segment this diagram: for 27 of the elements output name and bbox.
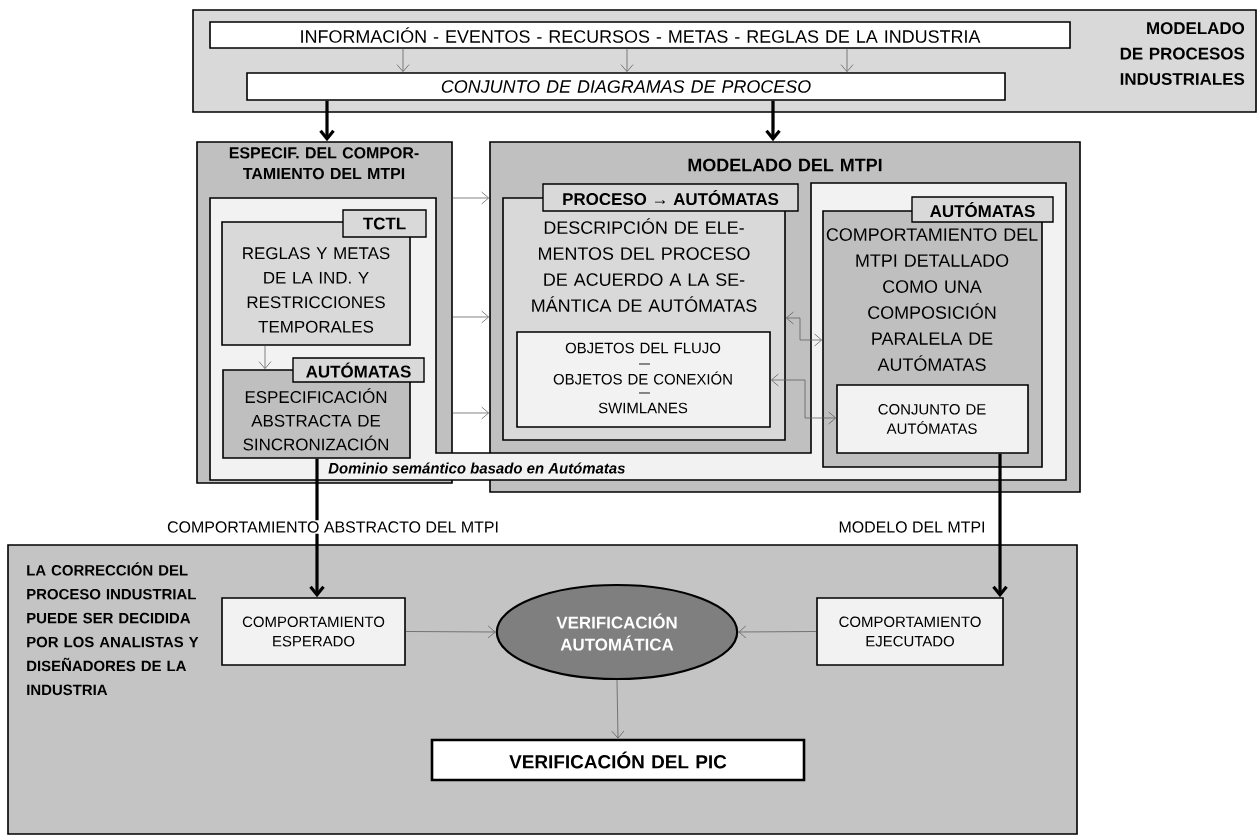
edge-label: MODELO DEL MTPI xyxy=(834,520,990,534)
input-box: INFORMACIÓN - EVENTOS - RECURSOS - METAS - REGLAS DE LA INDUSTRIA xyxy=(209,21,1071,49)
arrow xyxy=(738,625,817,639)
arrow xyxy=(992,453,1008,598)
element-list-box: OBJETOS DEL FLUJO OBJETOS DE CONEXIÓN SWIMLANES xyxy=(516,331,771,428)
arrow xyxy=(452,310,489,324)
arrow xyxy=(611,679,625,739)
arrow xyxy=(309,458,325,598)
process-box: CONJUNTO DE AUTÓMATAS xyxy=(836,384,1029,454)
arrow xyxy=(771,373,836,425)
arrow xyxy=(786,311,822,347)
process-box: COMPORTAMIENTO EJECUTADO xyxy=(816,597,1004,666)
process-box: TCTL REGLAS Y METAS DE LA IND. Y RESTRICCIONES TEMPORALES xyxy=(221,209,427,346)
arrow xyxy=(452,191,489,205)
arrow xyxy=(396,48,410,72)
arrow xyxy=(620,48,634,72)
process-box: COMPORTAMIENTO ESPERADO xyxy=(221,597,406,666)
arrow xyxy=(452,406,489,420)
arrow xyxy=(765,100,781,142)
edge-label: COMPORTAMIENTO ABSTRACTO DEL MTPI xyxy=(163,520,503,534)
process-box: AUTÓMATAS ESPECIFICACIÓN ABSTRACTA DE SINCRONIZACIÓN xyxy=(222,357,425,459)
arrow xyxy=(258,345,272,369)
arrow xyxy=(405,625,496,639)
result-box: VERIFICACIÓN DEL PIC xyxy=(430,738,806,782)
arrow xyxy=(319,100,335,142)
process-box: CONJUNTO DE DIAGRAMAS DE PROCESO xyxy=(246,72,1006,101)
arrow xyxy=(840,48,854,72)
